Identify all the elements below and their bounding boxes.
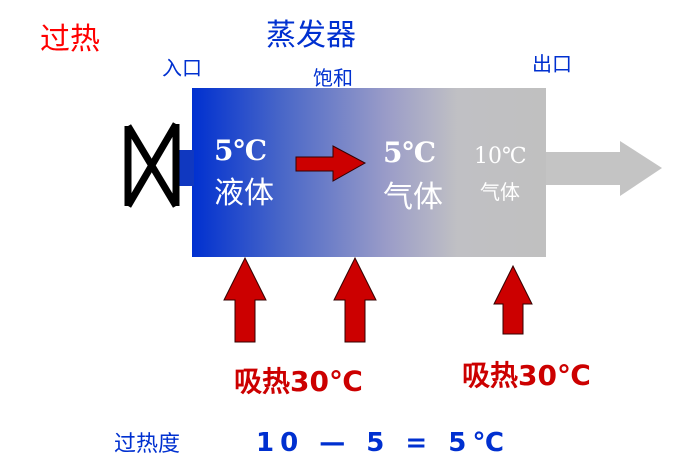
expansion-valve-icon	[124, 122, 180, 208]
heat-arrow-2	[333, 256, 377, 343]
superheat-state: 气体	[480, 180, 520, 204]
gas-state: 气体	[383, 180, 443, 215]
heat-arrow-3	[493, 264, 533, 335]
liquid-state: 液体	[214, 176, 274, 211]
formula-label: 过热度	[114, 432, 181, 457]
heat-label-2: 吸热30℃	[462, 359, 591, 392]
saturation-label: 饱和	[313, 66, 353, 90]
evaporator-box	[192, 88, 546, 257]
outlet-arrow	[546, 141, 662, 196]
superheat-temp: 10℃	[474, 144, 527, 169]
inlet-label: 入口	[162, 56, 202, 80]
inlet-pipe	[176, 150, 194, 186]
evaporator-label: 蒸发器	[266, 18, 356, 53]
outlet-label: 出口	[532, 52, 572, 76]
formula: 10 — 5 = 5℃	[256, 428, 510, 458]
heat-label-1: 吸热30℃	[234, 365, 363, 398]
heat-arrow-1	[223, 256, 267, 343]
gas-temp: 5℃	[383, 136, 437, 169]
page-title: 过热	[40, 22, 100, 57]
liquid-temp: 5℃	[214, 134, 268, 167]
flow-arrow	[295, 145, 367, 182]
